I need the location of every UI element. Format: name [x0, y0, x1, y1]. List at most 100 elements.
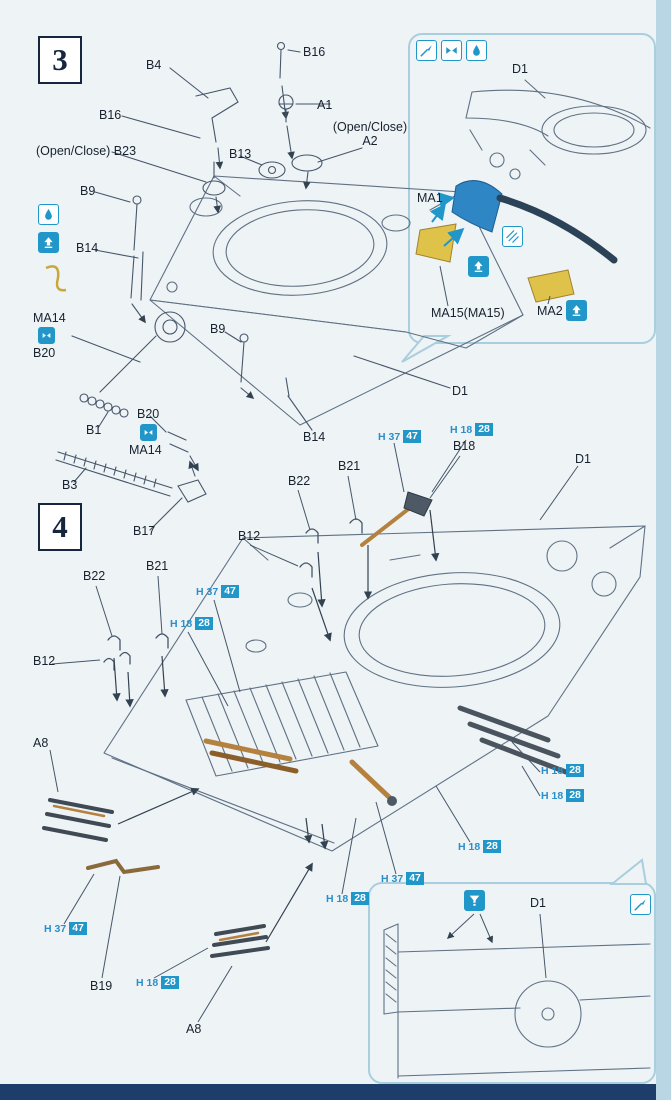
- inset-bottom-leaders: [446, 913, 547, 979]
- paint-code: H 18: [541, 764, 564, 777]
- clamp-icon: [441, 40, 462, 61]
- paint-code: H 37: [44, 922, 67, 935]
- part-label-b16: B16: [99, 108, 122, 122]
- paint-box: 47: [406, 872, 424, 885]
- detail-inset: [368, 882, 656, 1084]
- paint-code: H 18: [458, 840, 481, 853]
- part-label-b23: (Open/Close) B23: [36, 144, 137, 158]
- part-label-b3: B3: [62, 478, 78, 492]
- paint-box: 28: [475, 423, 493, 436]
- part-label-b16: B16: [303, 45, 326, 59]
- part-label-b14: B14: [76, 241, 99, 255]
- paint-box: 28: [483, 840, 501, 853]
- part-label-d1: D1: [452, 384, 468, 398]
- part-label-d1: D1: [530, 896, 546, 910]
- arrow-up-box-icon: [566, 300, 587, 321]
- step4-hook-parts: [103, 518, 363, 671]
- paint-callout-h37: H 37 47: [378, 430, 421, 443]
- paint-box: 28: [161, 976, 179, 989]
- part-label-ma14: MA14: [33, 311, 66, 325]
- paint-box: 28: [351, 892, 369, 905]
- part-label-a8: A8: [186, 1022, 202, 1036]
- a2-text: A2: [362, 134, 378, 148]
- paint-callout-h18: H 18 28: [136, 976, 179, 989]
- part-label-b20: B20: [33, 346, 56, 360]
- inset-top-tail: [401, 335, 452, 363]
- paint-box: 47: [69, 922, 87, 935]
- paint-box: 28: [195, 617, 213, 630]
- paintbrush-icon: [630, 894, 651, 915]
- paint-callout-h18: H 18 28: [541, 764, 584, 777]
- paint-box: 28: [566, 789, 584, 802]
- part-label-b21: B21: [338, 459, 361, 473]
- paint-box: 47: [403, 430, 421, 443]
- part-label-b18: B18: [453, 439, 476, 453]
- part-label-b9: B9: [80, 184, 96, 198]
- footer-bar: [0, 1084, 656, 1100]
- paint-box: 47: [221, 585, 239, 598]
- part-label-b17: B17: [133, 524, 156, 538]
- step-3-number: 3: [52, 42, 68, 77]
- part-label-b22: B22: [288, 474, 311, 488]
- part-ma2-yellow: [527, 269, 575, 303]
- paint-callout-h18: H 18 28: [541, 789, 584, 802]
- part-label-d1: D1: [512, 62, 528, 76]
- paint-callout-h37: H 37 47: [196, 585, 239, 598]
- droplet-icon: [466, 40, 487, 61]
- yellow-wire-part: [45, 265, 67, 292]
- open-close-note: (Open/Close): [332, 120, 408, 134]
- part-label-ma15: MA15(MA15): [431, 306, 505, 320]
- inset-blue-arrows: [429, 192, 465, 247]
- part-label-ma14: MA14: [129, 443, 162, 457]
- step4-leaders: [49, 439, 579, 1023]
- clamp-icon: [140, 424, 157, 441]
- step4-hull-art: [103, 525, 646, 852]
- inset-top-art: [465, 79, 651, 180]
- arrow-up-box-icon: [468, 256, 489, 277]
- paint-callout-h18: H 18 28: [450, 423, 493, 436]
- part-label-d1: D1: [575, 452, 591, 466]
- paint-code: H 18: [136, 976, 159, 989]
- part-label-b13: B13: [229, 147, 252, 161]
- paint-code: H 18: [450, 423, 473, 436]
- inset-bottom-tail: [609, 858, 648, 885]
- step3-parts-art: [55, 41, 451, 531]
- part-label-ma2: MA2: [537, 304, 563, 318]
- part-label-b20: B20: [137, 407, 160, 421]
- paint-code: H 18: [326, 892, 349, 905]
- step-4-number-box: 4: [38, 503, 82, 551]
- paintbrush-icon: [416, 40, 437, 61]
- part-label-b21: B21: [146, 559, 169, 573]
- part-label-b19: B19: [90, 979, 113, 993]
- paint-callout-h18: H 18 28: [326, 892, 369, 905]
- page-edge-band: [656, 0, 671, 1100]
- part-label-b9: B9: [210, 322, 226, 336]
- part-label-b22: B22: [83, 569, 106, 583]
- paint-code: H 18: [170, 617, 193, 630]
- droplet-icon: [38, 204, 59, 225]
- part-label-a1: A1: [317, 98, 333, 112]
- inset-bottom-art: [383, 923, 651, 1079]
- step-3-number-box: 3: [38, 36, 82, 84]
- paint-callout-h18: H 18 28: [170, 617, 213, 630]
- part-label-b12: B12: [238, 529, 261, 543]
- paint-callout-h18: H 18 28: [458, 840, 501, 853]
- arrow-up-box-icon: [38, 232, 59, 253]
- hatch-icon: [502, 226, 523, 247]
- paint-callout-h37: H 37 47: [44, 922, 87, 935]
- funnel-icon: [464, 890, 485, 911]
- part-label-b4: B4: [146, 58, 162, 72]
- clamp-icon: [38, 327, 55, 344]
- step-4-number: 4: [52, 509, 68, 544]
- paint-box: 28: [566, 764, 584, 777]
- fender-dark-band: [496, 194, 618, 264]
- step4-tools-art: [42, 491, 569, 958]
- part-label-b1: B1: [86, 423, 102, 437]
- part-ma15-yellow: [415, 223, 457, 263]
- part-ma1-blue: [451, 180, 503, 233]
- paint-code: H 18: [541, 789, 564, 802]
- part-label-a8: A8: [33, 736, 49, 750]
- part-label-b12: B12: [33, 654, 56, 668]
